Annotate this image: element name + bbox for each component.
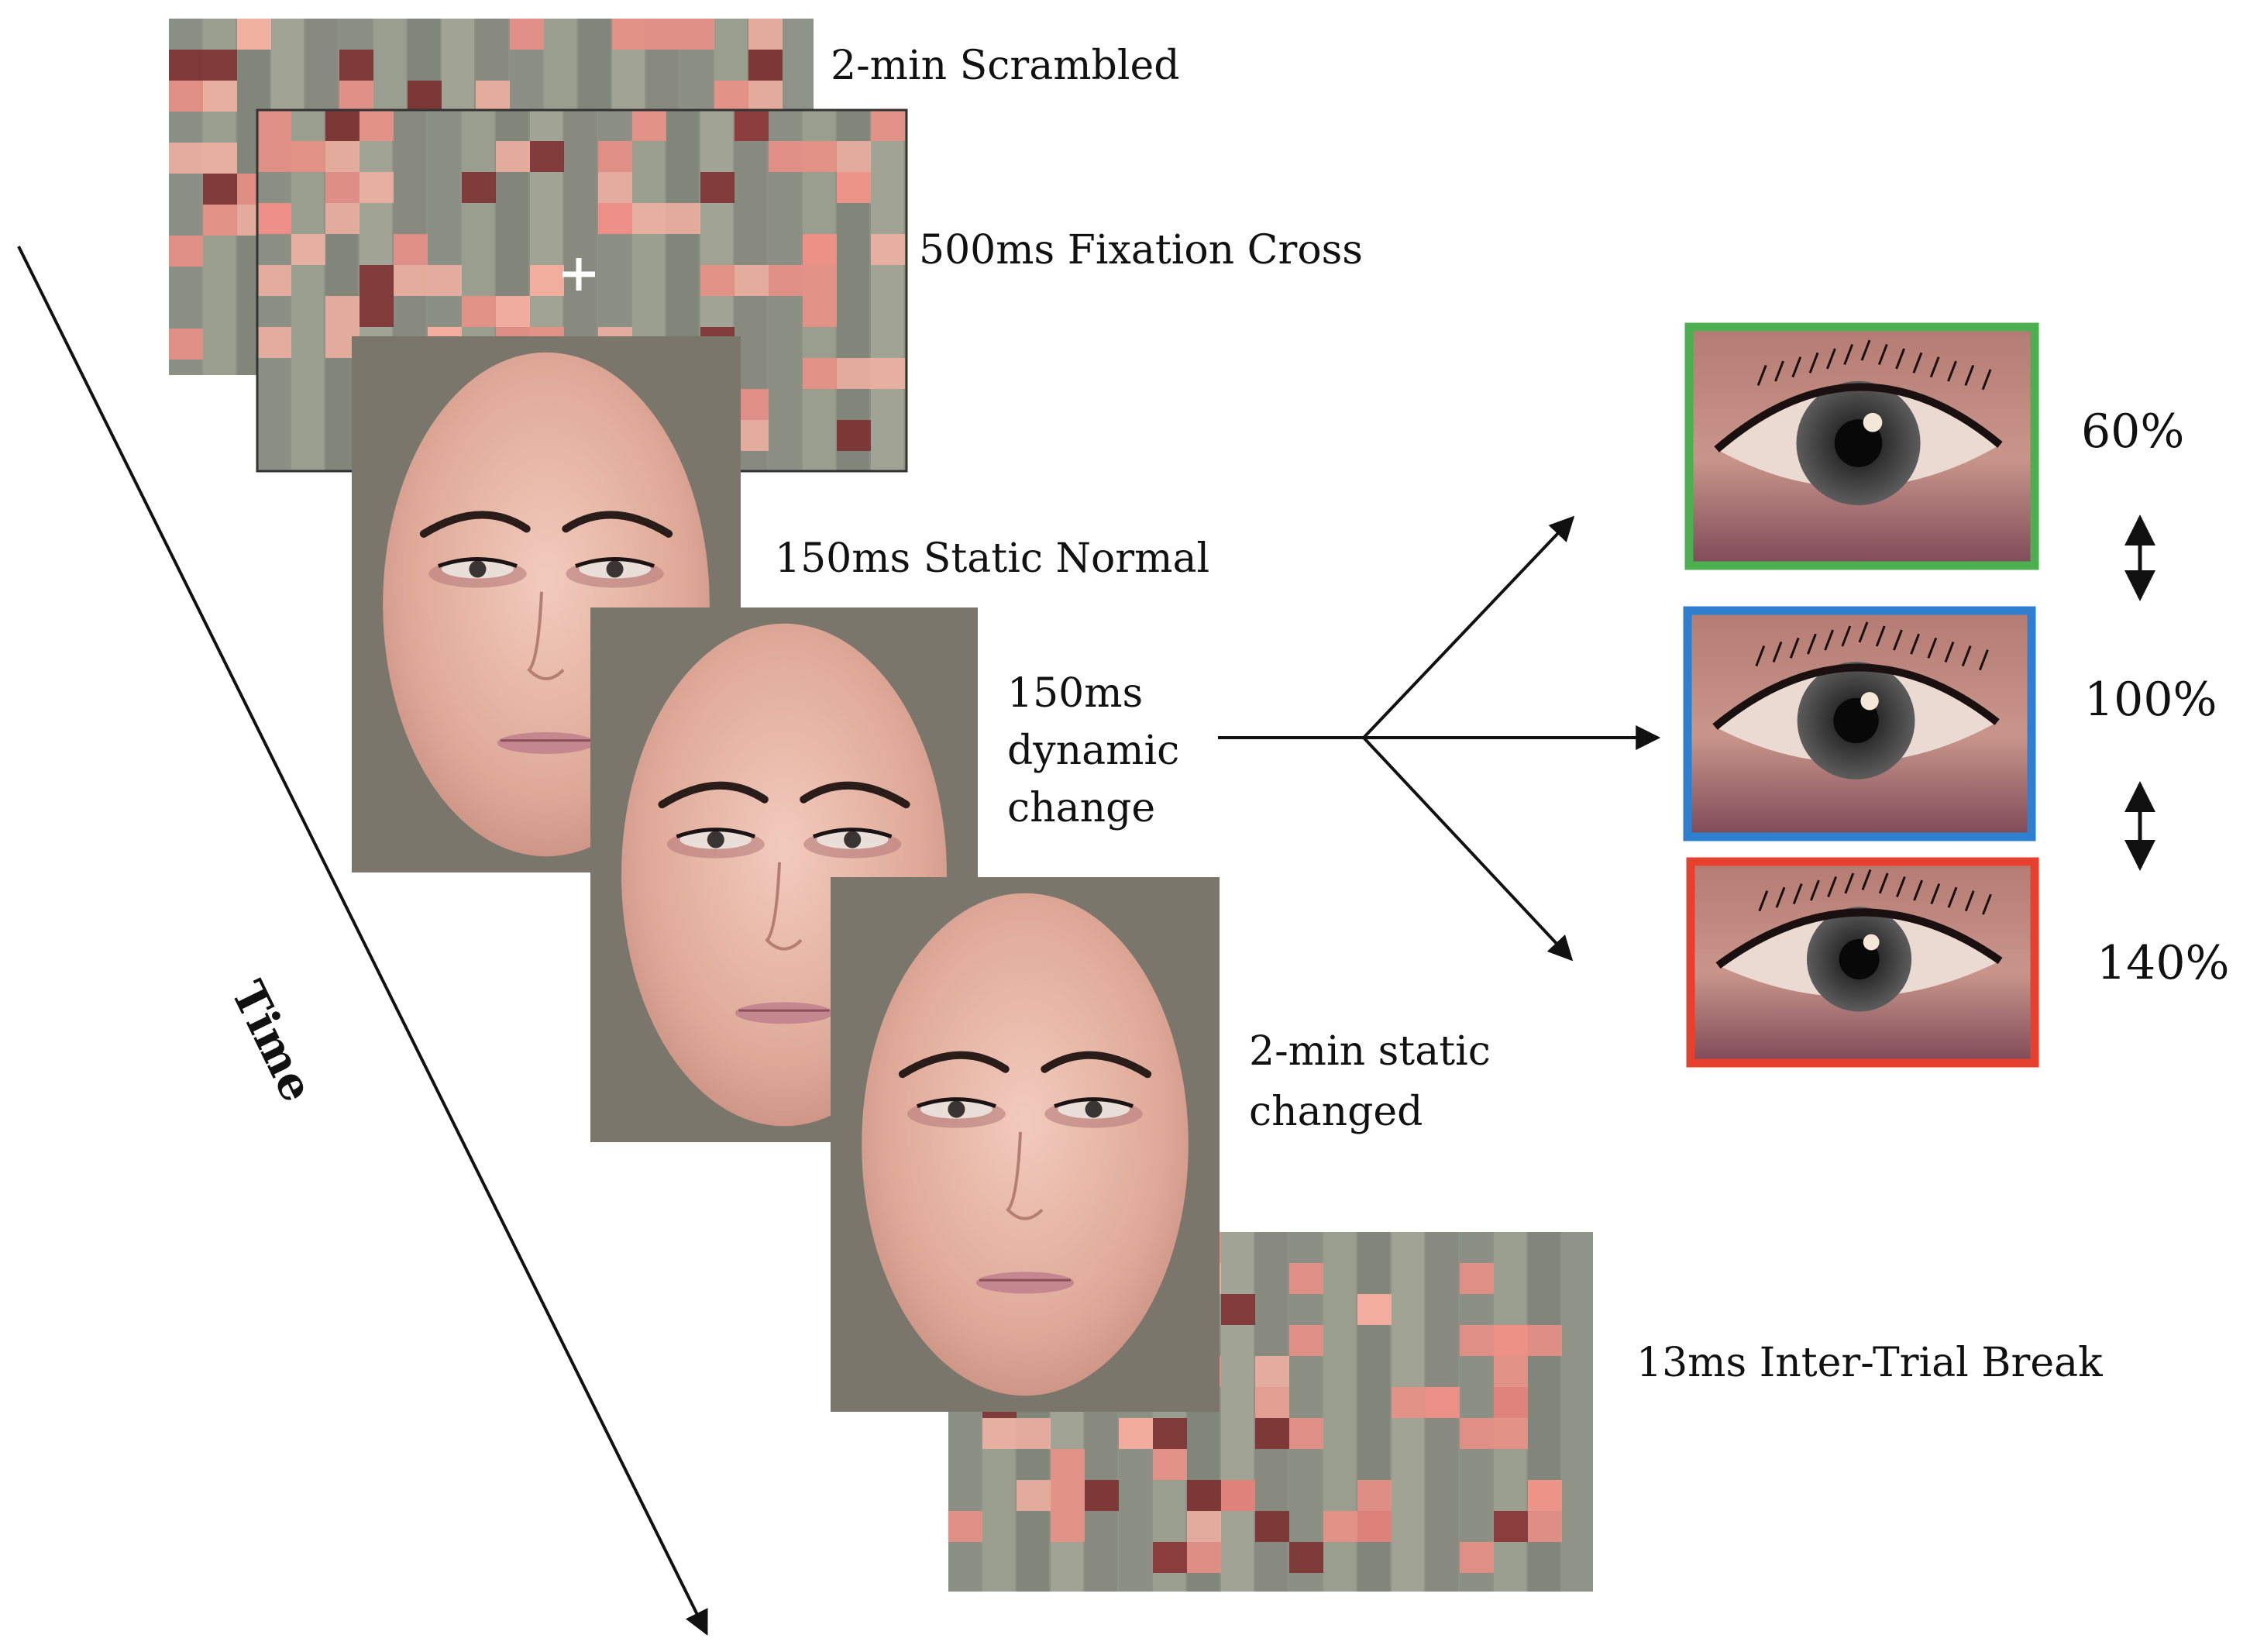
percent-140: 140% xyxy=(2097,936,2230,990)
eye-panel-140 xyxy=(1686,857,2039,1068)
fixation-cross-icon xyxy=(562,258,595,291)
label-fixation: 500ms Fixation Cross xyxy=(919,227,1363,274)
label-dynamic-1: 150ms xyxy=(1007,670,1144,717)
time-arrow xyxy=(17,246,708,1636)
label-break: 13ms Inter-Trial Break xyxy=(1636,1340,2103,1386)
branch-arrows xyxy=(1218,515,1661,962)
percent-60: 60% xyxy=(2081,404,2185,459)
label-static-changed-2: changed xyxy=(1249,1089,1423,1135)
face-static-changed xyxy=(831,877,1220,1412)
label-static-normal: 150ms Static Normal xyxy=(775,535,1210,582)
percent-100: 100% xyxy=(2084,673,2217,727)
label-static-changed-1: 2-min static xyxy=(1249,1028,1491,1075)
eye-panel-60 xyxy=(1684,322,2039,570)
label-dynamic-2: dynamic xyxy=(1007,728,1180,774)
label-scrambled: 2-min Scrambled xyxy=(831,43,1180,89)
label-dynamic-3: change xyxy=(1007,785,1156,831)
eye-panel-100 xyxy=(1683,606,2036,841)
